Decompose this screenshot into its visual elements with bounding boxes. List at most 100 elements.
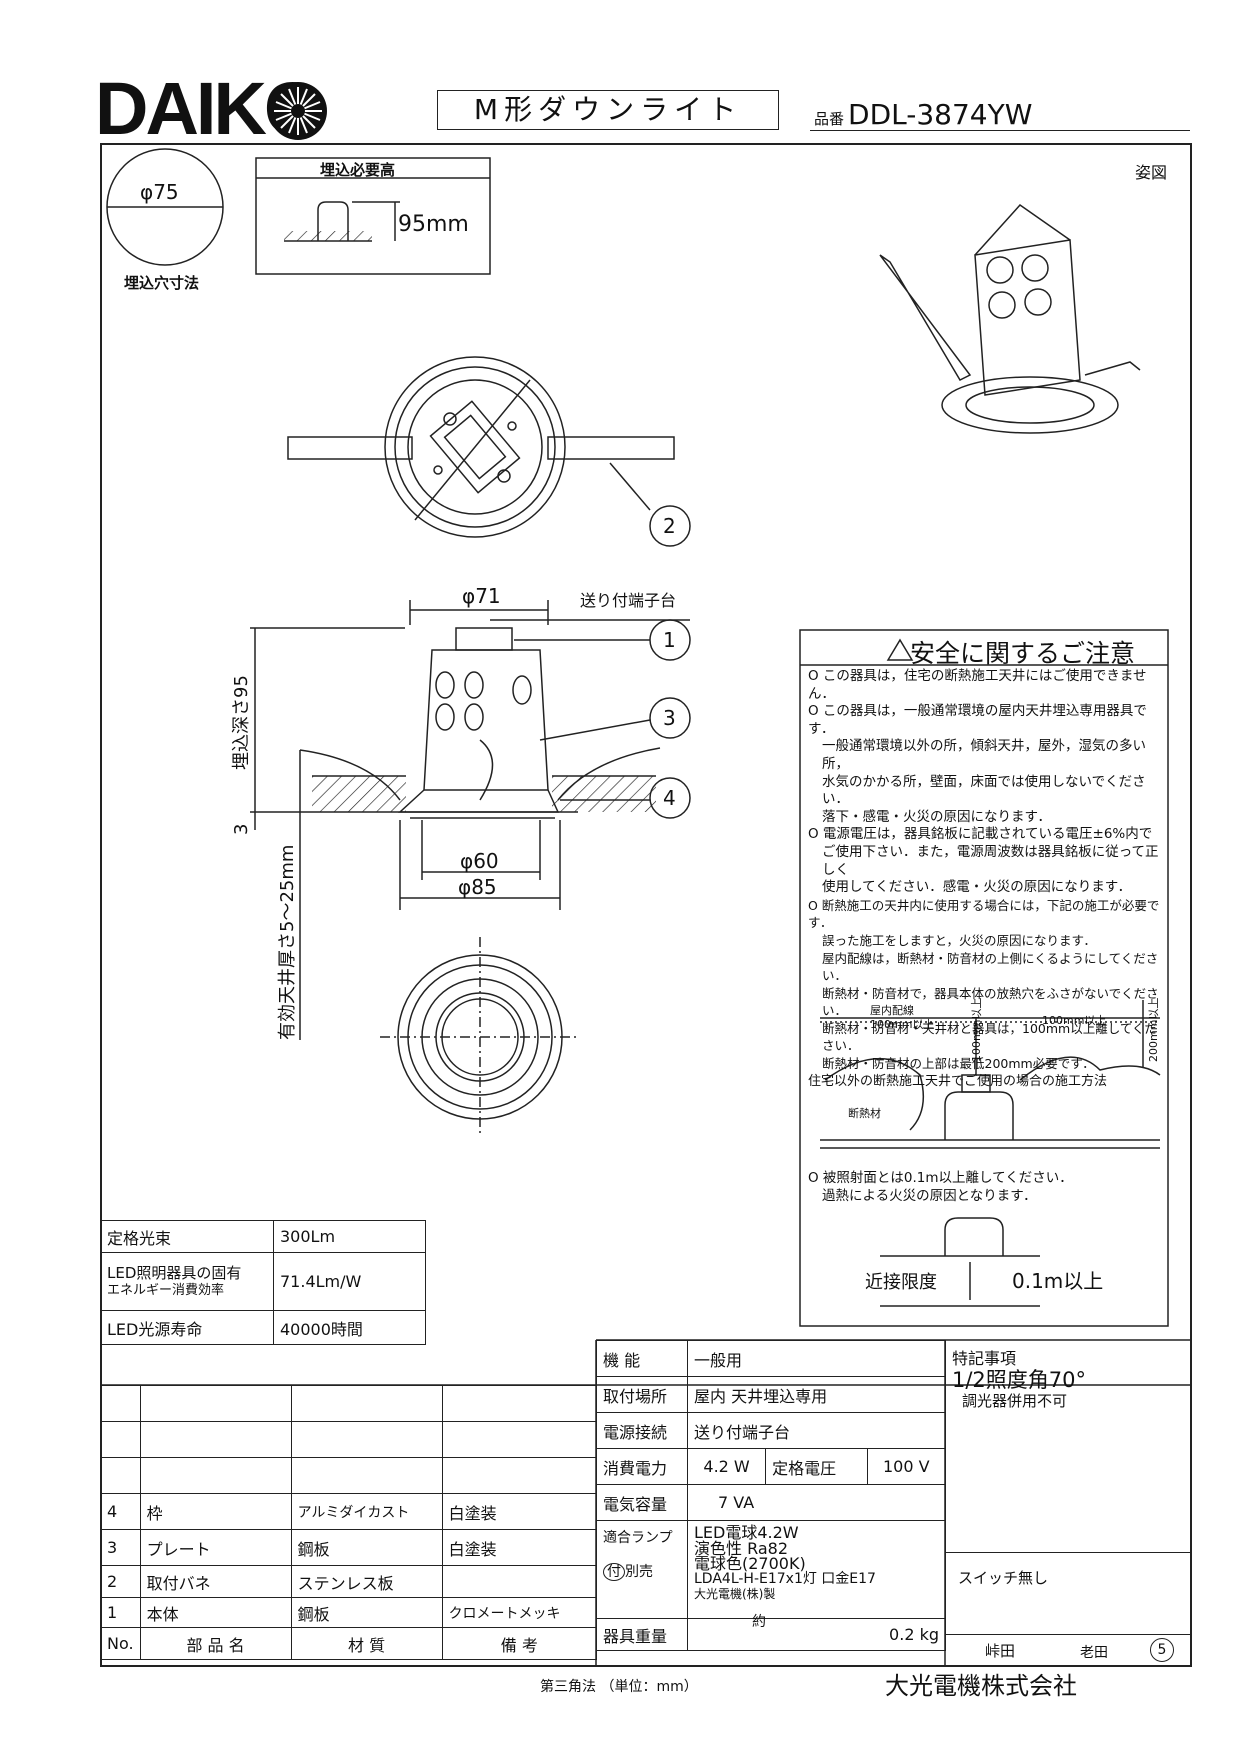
safety-notes: O この器具は，住宅の断熱施工天井にはご使用できません． O この器具は，一般通…	[808, 668, 1168, 1090]
cutout-caption: 埋込穴寸法	[124, 274, 200, 292]
parts-header-material: 材 質	[290, 1627, 443, 1660]
parts-header-no: No.	[100, 1627, 141, 1660]
sign-1: 峠田	[985, 1642, 1016, 1660]
spec-label: 器具重量	[596, 1618, 688, 1651]
perf-label: LED照明器具の固有	[107, 1263, 242, 1282]
part-no: 3	[100, 1529, 141, 1566]
spec-label: 定格電圧	[765, 1448, 868, 1485]
sold-circle-label: 付	[603, 1563, 625, 1581]
safety-line: 屋内配線は，断熱材・防音材の上側にくるようにしてください．	[822, 950, 1159, 984]
view-label: 姿図	[1135, 163, 1167, 182]
safety-line: 一般通常環境以外の所，傾斜天井，屋外，湿気の多い所，	[822, 738, 1146, 772]
part-material: 鋼板	[290, 1597, 443, 1628]
safety-line: O この器具は，住宅の断熱施工天井にはご使用できません．	[808, 668, 1147, 702]
spec-value: 7 VA	[687, 1484, 946, 1521]
logo-sun-icon	[269, 82, 327, 140]
proximity-value: 0.1m以上	[1012, 1269, 1103, 1293]
sign-2: 老田	[1080, 1645, 1108, 1661]
part-note: クロメートメッキ	[441, 1597, 598, 1628]
part-note: 白塗装	[441, 1529, 598, 1566]
spec-value: 100 V	[866, 1448, 947, 1485]
safety-line: 水気のかかる所，壁面，床面では使用しないでください．	[822, 773, 1146, 808]
ceiling-label: 有効天井厚さ5～25mm	[277, 845, 298, 1040]
lamp-spec: 電球色(2700K)	[694, 1554, 806, 1573]
dim-85: φ85	[458, 875, 497, 899]
lamp-spec: LED電球4.2W	[694, 1523, 799, 1542]
part-no: 2	[100, 1565, 141, 1598]
part-note: 白塗装	[441, 1493, 598, 1530]
part-note	[441, 1565, 598, 1598]
part-name: 枠	[139, 1493, 292, 1530]
dim-200: 200mm以上	[1147, 998, 1160, 1062]
part-material: アルミダイカスト	[290, 1493, 443, 1530]
weight-value: 0.2 kg	[889, 1625, 939, 1644]
company-name: 大光電機株式会社	[885, 1672, 1077, 1700]
spec-value: 送り付端子台	[687, 1412, 946, 1449]
proximity-label: 近接限度	[865, 1272, 937, 1293]
part-name: 取付バネ	[139, 1565, 292, 1598]
remarks-title: 特記事項	[952, 1349, 1017, 1368]
required-height-value: 95mm	[398, 212, 469, 237]
spec-value: 4.2 W	[686, 1448, 767, 1485]
safety-title: 安全に関するご注意	[910, 639, 1136, 668]
dim-3: 3	[231, 824, 252, 835]
part-name: プレート	[139, 1529, 292, 1566]
perf-value: 71.4Lm/W	[273, 1252, 426, 1311]
spec-value: 屋内 天井埋込専用	[687, 1376, 946, 1413]
terminal-label: 送り付端子台	[580, 591, 676, 610]
perf-value: 40000時間	[273, 1310, 426, 1345]
lamp-line: 過熱による火災の原因となります．	[822, 1187, 1037, 1204]
dim-71: φ71	[462, 584, 501, 608]
spec-label: 消費電力	[596, 1448, 688, 1485]
projection-note: 第三角法 （単位：mm）	[540, 1679, 698, 1695]
safety-line: 使用してください．感電・火災の原因になります．	[822, 879, 1132, 896]
insulation-label: 断熱材	[848, 1106, 881, 1120]
revision-badge: 5	[1150, 1638, 1174, 1662]
spec-label: 電気容量	[596, 1484, 688, 1521]
part-no: 1	[100, 1597, 141, 1628]
lamp-spec: LDA4L-H-E17x1灯 口金E17	[694, 1570, 876, 1587]
callout-2: 2	[663, 514, 676, 538]
spec-label: 適合ランプ	[603, 1530, 673, 1546]
dim-100c: 100mm以上	[970, 998, 983, 1062]
required-height-title: 埋込必要高	[320, 161, 396, 179]
callout-1: 1	[663, 628, 676, 652]
callout-4: 4	[663, 786, 676, 810]
safety-line: O この器具は，一般通常環境の屋内天井埋込専用器具です．	[808, 703, 1147, 737]
callout-3: 3	[663, 706, 676, 730]
depth-label: 埋込深さ95	[231, 675, 252, 770]
cutout-diameter: φ75	[140, 180, 179, 204]
spec-label: 取付場所	[596, 1376, 688, 1413]
safety-line: ご使用下さい．また，電源周波数は器具銘板に従って正しく	[822, 843, 1159, 878]
perf-label: 定格光束	[100, 1220, 274, 1253]
dim-100b: 100mm以上	[1042, 1014, 1106, 1027]
sold-label: 別売	[625, 1564, 653, 1580]
parts-header-name: 部 品 名	[139, 1627, 292, 1660]
perf-label: LED光源寿命	[100, 1310, 274, 1345]
part-no: 4	[100, 1493, 141, 1530]
perf-label2: エネルギー消費効率	[107, 1282, 225, 1298]
wiring-label: 屋内配線	[870, 1003, 914, 1017]
safety-line: 断熱材・防音材で，器具本体の放熱穴をふさがないでください．	[822, 985, 1159, 1019]
safety-line: O 断熱施工の天井内に使用する場合には，下記の施工が必要です．	[808, 897, 1160, 931]
lamp-notes: O 被照射面とは0.1m以上離してください． 過熱による火災の原因となります．	[808, 1170, 1168, 1205]
method-title: 住宅以外の断熱施工天井でご使用の場合の施工方法	[808, 1073, 1108, 1089]
spec-value: 一般用	[687, 1340, 946, 1377]
part-name: 本体	[139, 1597, 292, 1628]
safety-line: O 電源電圧は，器具銘板に記載されている電圧±6%内で	[808, 826, 1153, 843]
part-material: ステンレス板	[290, 1565, 443, 1598]
safety-line: 断熱材・防音材の上部は最低200mm必要です．	[822, 1056, 1095, 1072]
weight-prefix: 約	[752, 1614, 766, 1630]
lamp-line: O 被照射面とは0.1m以上離してください．	[808, 1170, 1073, 1186]
drawing-frame	[100, 143, 1192, 1667]
safety-line: 断熱材・防音材・天井材と器具は，100mm以上離してください．	[822, 1020, 1157, 1054]
lamp-spec: 演色性 Ra82	[694, 1538, 789, 1558]
lamp-spec: 大光電機(株)製	[694, 1587, 776, 1601]
perf-value: 300Lm	[273, 1220, 426, 1253]
safety-line: 誤った施工をしますと，火災の原因になります．	[822, 932, 1097, 948]
switch-note: スイッチ無し	[958, 1569, 1049, 1587]
part-material: 鋼板	[290, 1529, 443, 1566]
dim-100a: 100mm以上	[870, 1018, 934, 1031]
